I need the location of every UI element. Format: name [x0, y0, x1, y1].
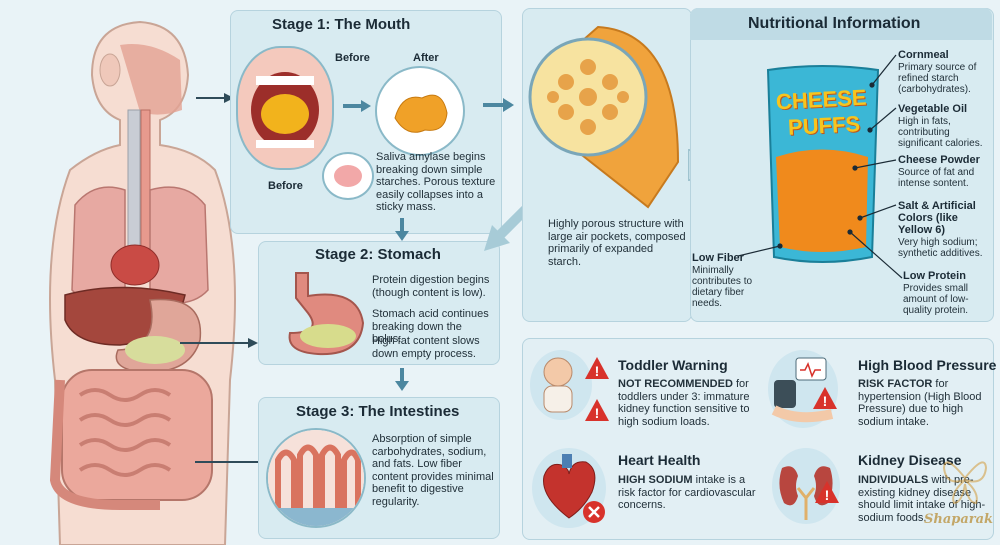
stomach-illustration: [268, 268, 372, 358]
arrow-down-1: [395, 218, 409, 241]
vegetable-oil-text: High in fats, contributing significant c…: [898, 116, 983, 149]
kidney-disease-text: INDIVIDUALS with pre-existing kidney dis…: [858, 474, 986, 524]
vegetable-oil-label: Vegetable Oil: [898, 103, 968, 115]
salt-colors-label: Salt & Artificial Colors (like Yellow 6): [898, 200, 976, 236]
blood-pressure-icon: [768, 350, 838, 428]
salivary-gland-illustration: [322, 152, 374, 200]
arrow-down-2: [395, 368, 409, 391]
after-label: After: [413, 52, 439, 64]
warning-icon-kidney: !: [815, 481, 839, 503]
cheese-puffs-bag: [762, 62, 884, 267]
heart-health-text: HIGH SODIUM intake is a risk factor for …: [618, 474, 756, 511]
puff-caption: Highly porous structure with large air p…: [548, 218, 686, 268]
cheese-powder-label: Cheese Powder: [898, 154, 980, 166]
warning-icon-blood-pressure: !: [813, 387, 837, 409]
anatomy-illustration: [49, 20, 236, 545]
error-icon-heart: [583, 501, 605, 523]
low-fiber-text: Minimally contributes to dietary fiber n…: [692, 265, 753, 309]
warning-icon-toddler: !: [585, 357, 609, 379]
before-label-top: Before: [335, 52, 370, 64]
low-protein-text: Provides small amount of low-quality pro…: [903, 283, 969, 316]
cornmeal-label: Cornmeal: [898, 49, 949, 61]
heart-health-title: Heart Health: [618, 452, 701, 468]
stage3-description: Absorption of simple carbohydrates, sodi…: [372, 433, 494, 508]
warning-icon-toddler-2: !: [585, 399, 609, 421]
kidney-disease-title: Kidney Disease: [858, 452, 962, 468]
stage2-line3: High fat content slows down empty proces…: [372, 335, 480, 360]
stage1-title: Stage 1: The Mouth: [272, 16, 411, 33]
mouth-illustration: [236, 46, 334, 170]
arrow-to-stomach: [180, 338, 258, 348]
before-label-bottom: Before: [268, 180, 303, 192]
puff-cross-section-illustration: [528, 12, 684, 212]
stage3-title: Stage 3: The Intestines: [296, 403, 460, 420]
intestinal-villi-illustration: [266, 428, 366, 528]
stage2-title: Stage 2: Stomach: [315, 246, 441, 263]
low-protein-label: Low Protein: [903, 270, 966, 282]
arrow-before-after: [343, 100, 371, 112]
salt-colors-text: Very high sodium; synthetic additives.: [898, 237, 983, 259]
svg-text:!: !: [595, 363, 600, 379]
stage1-description: Saliva amylase begins breaking down simp…: [376, 151, 496, 213]
toddler-warning-text: NOT RECOMMENDED for toddlers under 3: im…: [618, 378, 750, 428]
svg-text:!: !: [595, 405, 600, 421]
nutrition-leader-lines: [737, 54, 903, 279]
cornmeal-text: Primary source of refined starch (carboh…: [898, 62, 977, 95]
nutrition-title: Nutritional Information: [748, 15, 921, 32]
chewed-puff-illustration: [375, 66, 465, 156]
watermark-text: Shaparak: [924, 512, 994, 527]
svg-text:!: !: [825, 487, 830, 503]
cheese-powder-text: Source of fat and intense sontent.: [898, 167, 975, 189]
blood-pressure-title: High Blood Pressure: [858, 357, 997, 373]
low-fiber-label: Low Fiber: [692, 252, 744, 264]
arrow-to-mouth: [196, 93, 234, 103]
toddler-warning-title: Toddler Warning: [618, 357, 728, 373]
butterfly-logo: [940, 448, 990, 518]
stage2-line1: Protein digestion begins (though content…: [372, 274, 490, 299]
stage2-line2: Stomach acid continues breaking down the…: [372, 308, 489, 345]
svg-text:!: !: [823, 393, 828, 409]
blood-pressure-text: RISK FACTOR for hypertension (High Blood…: [858, 378, 982, 428]
toddler-icon: [530, 350, 592, 420]
nutrition-title-bar: [690, 8, 992, 40]
arrow-mouth-to-puff: [483, 98, 514, 112]
